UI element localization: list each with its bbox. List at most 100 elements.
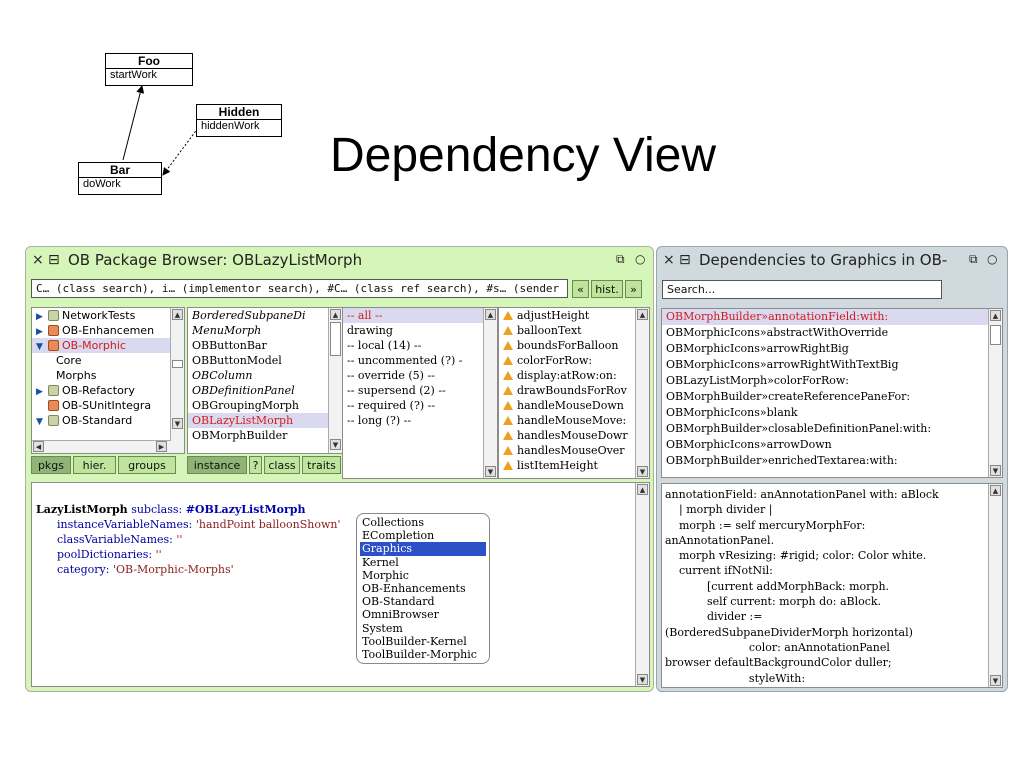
dependency-item[interactable]: OBMorphicIcons»arrowRightWithTextBig — [666, 358, 899, 371]
method-item[interactable]: display:atRow:on: — [499, 368, 636, 383]
package-item[interactable]: Morphs — [32, 368, 171, 383]
collapse-icon[interactable]: ⧉ — [969, 252, 978, 266]
groups-button[interactable]: groups — [118, 456, 176, 474]
scroll-right-icon[interactable]: ▶ — [156, 441, 167, 452]
method-item[interactable]: balloonText — [499, 323, 636, 338]
class-item[interactable]: OBGroupingMorph — [192, 399, 300, 412]
method-item[interactable]: handleMouseMove: — [499, 413, 636, 428]
package-list-hscrollbar[interactable]: ◀ ▶ — [32, 440, 171, 453]
package-item[interactable]: ▼OB-Morphic — [32, 338, 171, 353]
method-item[interactable]: handleMouseDown — [499, 398, 636, 413]
category-item[interactable]: -- all -- — [343, 308, 484, 323]
chevron-down-icon[interactable]: ▼ — [36, 342, 43, 352]
popup-item[interactable]: OmniBrowser — [362, 608, 439, 622]
chevron-right-icon[interactable]: ▶ — [36, 387, 43, 397]
category-item[interactable]: -- local (14) -- — [347, 339, 422, 352]
category-item[interactable]: -- supersend (2) -- — [347, 384, 446, 397]
popup-item[interactable]: Graphics — [360, 542, 486, 556]
scroll-down-icon[interactable]: ▼ — [172, 418, 183, 429]
popup-item[interactable]: OB-Enhancements — [362, 582, 466, 596]
history-back-button[interactable]: « — [572, 280, 589, 298]
class-list-scrollbar[interactable]: ▲ ▼ — [328, 308, 342, 453]
scroll-down-icon[interactable]: ▼ — [637, 466, 648, 477]
close-icon[interactable]: × — [663, 252, 675, 268]
scroll-down-icon[interactable]: ▼ — [330, 439, 341, 450]
method-item[interactable]: drawBoundsForRov — [499, 383, 636, 398]
window-menu-icon[interactable]: ⊟ — [679, 252, 691, 268]
package-item[interactable]: ▶OB-Refactory — [32, 383, 171, 398]
popup-item[interactable]: OB-Standard — [362, 595, 435, 609]
package-item[interactable]: Core — [32, 353, 171, 368]
category-item[interactable]: -- uncommented (?) - — [347, 354, 463, 367]
deps-code-scrollbar[interactable]: ▲ ▼ — [988, 484, 1002, 687]
package-item[interactable]: ▶NetworkTests — [32, 308, 171, 323]
scrollbar-thumb[interactable] — [990, 325, 1001, 345]
dependency-item[interactable]: OBMorphicIcons»arrowDown — [666, 438, 832, 451]
deps-method-source[interactable]: annotationField: anAnnotationPanel with:… — [665, 487, 939, 686]
package-item[interactable]: ▼OB-Standard — [32, 413, 171, 428]
traits-button[interactable]: traits — [302, 456, 341, 474]
definition-scrollbar[interactable]: ▲ ▼ — [635, 483, 649, 686]
scroll-down-icon[interactable]: ▼ — [990, 465, 1001, 476]
deps-list-scrollbar[interactable]: ▲ ▼ — [988, 309, 1002, 477]
dependency-item[interactable]: OBMorphicIcons»arrowRightBig — [666, 342, 849, 355]
category-item[interactable]: -- required (?) -- — [347, 399, 436, 412]
scroll-down-icon[interactable]: ▼ — [485, 466, 496, 477]
method-item[interactable]: boundsForBalloon — [499, 338, 636, 353]
deps-list-pane[interactable]: OBMorphBuilder»annotationField:with:OBMo… — [661, 308, 1003, 478]
browser-titlebar[interactable]: × ⊟ OB Package Browser: OBLazyListMorph … — [26, 247, 653, 275]
method-item[interactable]: colorForRow: — [499, 353, 636, 368]
scrollbar-thumb[interactable] — [330, 322, 341, 356]
class-item[interactable]: OBDefinitionPanel — [192, 384, 295, 397]
class-item[interactable]: MenuMorph — [192, 324, 262, 337]
method-item[interactable]: listItemHeight — [499, 458, 636, 473]
popup-item[interactable]: Collections — [362, 516, 425, 529]
scroll-up-icon[interactable]: ▲ — [172, 309, 183, 320]
method-item[interactable]: handlesMouseDowr — [499, 428, 636, 443]
history-button[interactable]: hist. — [591, 280, 623, 298]
deps-code-pane[interactable]: annotationField: anAnnotationPanel with:… — [661, 483, 1003, 688]
chevron-right-icon[interactable]: ▶ — [36, 312, 43, 322]
package-item[interactable]: ▶OB-Enhancemen — [32, 323, 171, 338]
instance-button[interactable]: instance — [187, 456, 247, 474]
deps-titlebar[interactable]: × ⊟ Dependencies to Graphics in OB- ⧉ ○ — [657, 247, 1007, 275]
popup-item[interactable]: Kernel — [362, 555, 399, 569]
dependency-item[interactable]: OBMorphBuilder»annotationField:with: — [662, 309, 988, 325]
popup-item[interactable]: ToolBuilder-Morphic — [362, 648, 477, 662]
expand-icon[interactable]: ○ — [987, 252, 998, 266]
dependency-item[interactable]: OBMorphBuilder»createReferencePaneFor: — [666, 390, 911, 403]
category-item[interactable]: drawing — [347, 324, 393, 337]
class-item[interactable]: BorderedSubpaneDi — [192, 309, 306, 322]
collapse-icon[interactable]: ⧉ — [616, 252, 625, 266]
class-item[interactable]: OBButtonModel — [192, 354, 282, 367]
class-item[interactable]: OBColumn — [192, 369, 253, 382]
help-button[interactable]: ? — [249, 456, 262, 474]
popup-item[interactable]: ToolBuilder-Kernel — [362, 634, 467, 648]
popup-item[interactable]: System — [362, 621, 403, 635]
chevron-down-icon[interactable]: ▼ — [36, 417, 43, 427]
popup-item[interactable]: Morphic — [362, 568, 409, 582]
category-item[interactable]: -- long (?) -- — [347, 414, 412, 427]
class-item[interactable]: OBLazyListMorph — [188, 413, 329, 428]
method-item[interactable]: adjustHeight — [499, 308, 636, 323]
dependency-item[interactable]: OBMorphicIcons»abstractWithOverride — [666, 326, 889, 339]
window-menu-icon[interactable]: ⊟ — [48, 252, 60, 268]
class-item[interactable]: OBMorphBuilder — [192, 429, 288, 442]
dependency-item[interactable]: OBMorphBuilder»enrichedTextarea:with: — [666, 454, 898, 467]
dependency-item[interactable]: OBLazyListMorph»colorForRow: — [666, 374, 849, 387]
close-icon[interactable]: × — [32, 252, 44, 268]
pkgs-button[interactable]: pkgs — [31, 456, 71, 474]
dependency-item[interactable]: OBMorphBuilder»closableDefinitionPanel:w… — [666, 422, 932, 435]
scroll-down-icon[interactable]: ▼ — [637, 674, 648, 685]
scroll-up-icon[interactable]: ▲ — [637, 484, 648, 495]
dependency-item[interactable]: OBMorphicIcons»blank — [666, 406, 798, 419]
category-item[interactable]: -- override (5) -- — [347, 369, 435, 382]
scroll-up-icon[interactable]: ▲ — [485, 309, 496, 320]
deps-search-input[interactable]: Search... — [662, 280, 942, 299]
scrollbar-thumb[interactable] — [172, 360, 183, 368]
class-item[interactable]: OBButtonBar — [192, 339, 267, 352]
scroll-left-icon[interactable]: ◀ — [33, 441, 44, 452]
